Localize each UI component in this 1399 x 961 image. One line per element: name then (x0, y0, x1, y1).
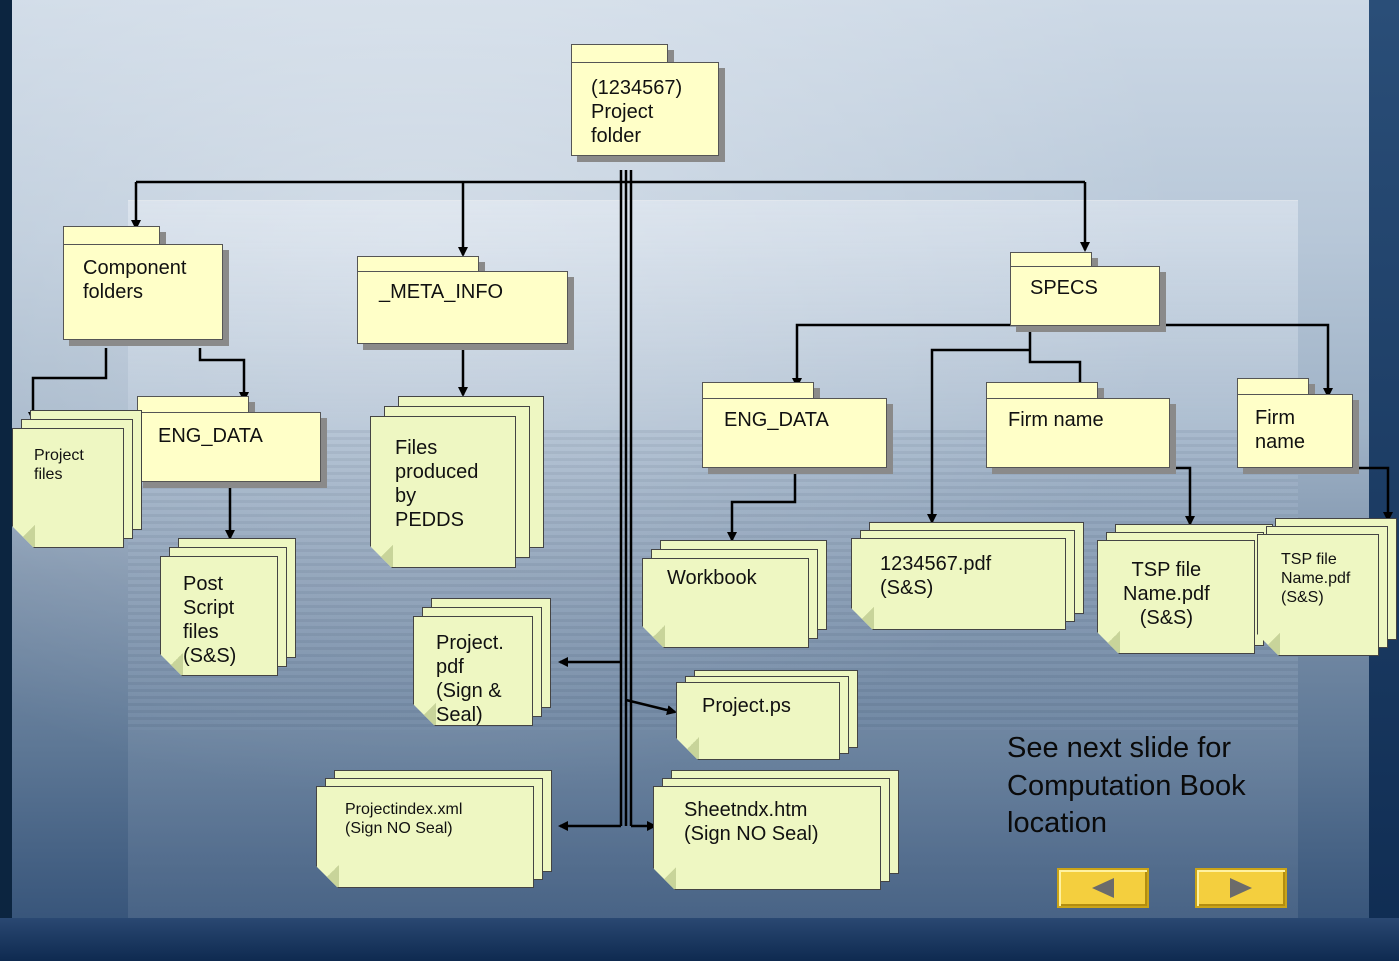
folder-eng-data-right-label: ENG_DATA (724, 409, 829, 431)
file-tsp-1-label: TSP file Name.pdf (S&S) (1123, 559, 1210, 629)
file-project-pdf-label: Project. pdf (Sign & Seal) (436, 632, 504, 726)
triangle-right-icon (1230, 878, 1252, 898)
folder-meta-info-label: _META_INFO (379, 281, 504, 303)
background-bottom-band (0, 918, 1399, 961)
folder-component-label: Component folders (83, 257, 187, 303)
file-projectindex-label: Projectindex.xml (Sign NO Seal) (345, 801, 463, 838)
next-slide-button[interactable] (1195, 868, 1287, 908)
background-right-edge (1369, 0, 1399, 961)
file-project-ps-label: Project.ps (702, 695, 791, 717)
file-tsp-2-label: TSP file Name.pdf (S&S) (1281, 551, 1351, 607)
file-pedds-label: Files produced by PEDDS (395, 437, 479, 531)
file-project-files-label: Project files (34, 447, 84, 484)
file-postscript-label: Post Script files (S&S) (183, 573, 237, 667)
triangle-left-icon (1092, 878, 1114, 898)
previous-slide-button[interactable] (1057, 868, 1149, 908)
background-left-edge (0, 0, 12, 961)
folder-project-label: (1234567) Project folder (591, 77, 683, 147)
folder-eng-data-left-label: ENG_DATA (158, 425, 263, 447)
folder-specs-label: SPECS (1030, 277, 1098, 299)
folder-firm-name-2-label: Firm name (1255, 407, 1306, 453)
next-slide-note: See next slide for Computation Book loca… (1007, 732, 1246, 840)
file-workbook-label: Workbook (667, 567, 757, 589)
folder-firm-name-1-label: Firm name (1008, 409, 1104, 431)
file-1234567-pdf-label: 1234567.pdf (S&S) (880, 553, 992, 599)
file-sheetndx-label: Sheetndx.htm (Sign NO Seal) (684, 799, 819, 845)
